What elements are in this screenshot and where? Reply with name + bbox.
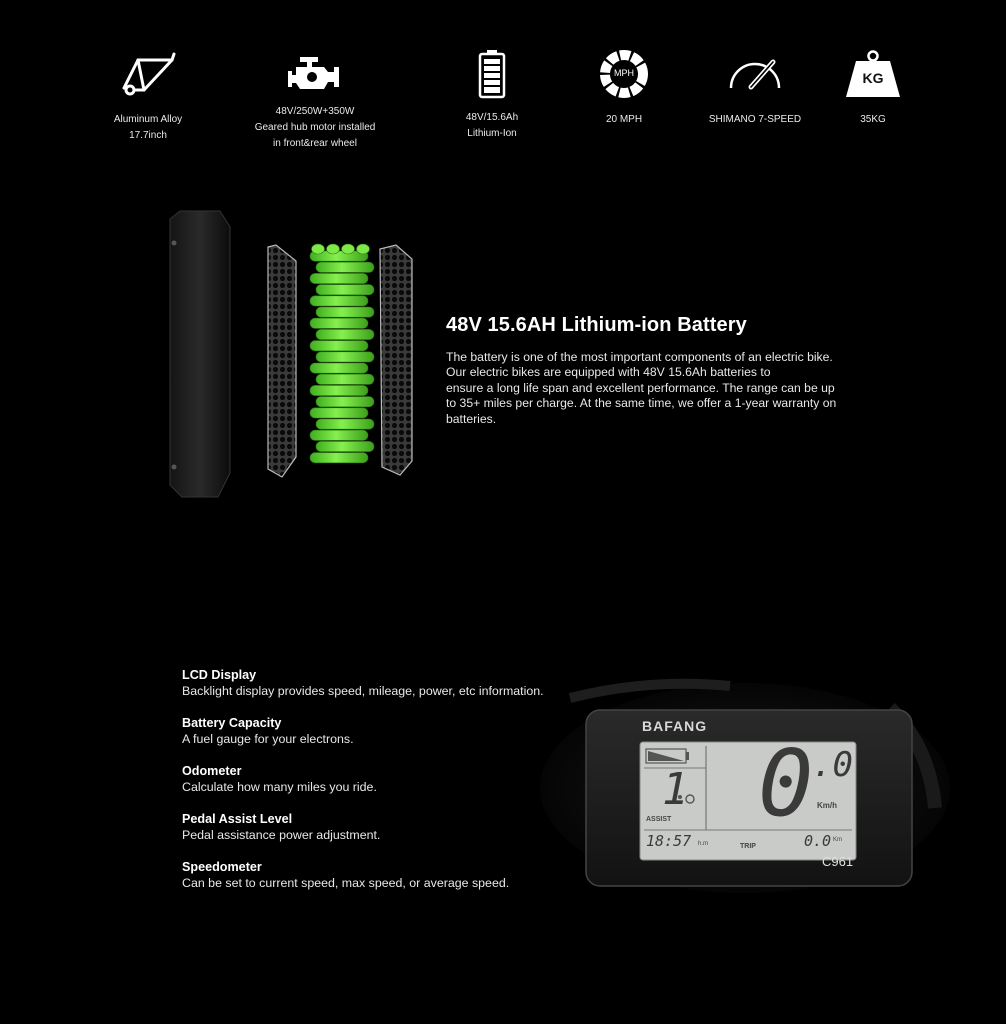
- weight-icon: KG: [798, 46, 948, 102]
- spec-weight: KG 35KG: [798, 46, 948, 128]
- spec-frame: Aluminum Alloy 17.7inch: [73, 46, 223, 144]
- spec-frame-line-1: Aluminum Alloy: [113, 114, 183, 125]
- lcd-display-image: BAFANG 1 ASSIST 0 .0 Km/h 18:57 h.m TRIP…: [530, 668, 950, 918]
- spec-motor-line-3: in front&rear wheel: [273, 138, 357, 149]
- spec-gears-line-1: SHIMANO 7-SPEED: [708, 114, 802, 125]
- battery-cell: [309, 340, 369, 352]
- feature-description: Calculate how many miles you ride.: [182, 780, 377, 794]
- battery-cell: [315, 351, 375, 363]
- battery-cell-end: [326, 243, 340, 255]
- lcd-trip-label: TRIP: [740, 843, 756, 850]
- feature-speedometer: Speedometer Can be set to current speed,…: [182, 859, 572, 891]
- lcd-trip-value: 0.0: [804, 832, 832, 850]
- battery-cell-end: [311, 243, 325, 255]
- battery-cell-end: [356, 243, 370, 255]
- spec-weight-line-1: 35KG: [860, 114, 886, 125]
- lcd-assist-level: 1: [662, 764, 689, 815]
- feature-title: LCD Display: [182, 668, 257, 682]
- battery-cell: [309, 407, 369, 419]
- feature-description: Pedal assistance power adjustment.: [182, 828, 381, 842]
- battery-description-line: batteries.: [446, 411, 497, 426]
- kg-badge: KG: [862, 70, 884, 86]
- battery-cell: [309, 452, 369, 464]
- feature-title: Speedometer: [182, 860, 262, 874]
- spec-frame-line-2: 17.7inch: [129, 130, 167, 141]
- battery-title: 48V 15.6AH Lithium-ion Battery: [446, 314, 747, 336]
- lcd-brand: BAFANG: [642, 718, 708, 734]
- battery-cell: [309, 317, 369, 329]
- feature-title: Battery Capacity: [182, 716, 282, 730]
- spec-speed-line-1: 20 MPH: [605, 114, 643, 125]
- battery-cell: [309, 385, 369, 396]
- battery-cells: [309, 243, 375, 464]
- battery-cell: [315, 261, 375, 273]
- mph-badge: MPH: [614, 68, 634, 78]
- feature-title: Odometer: [182, 764, 242, 778]
- battery-exploded-image: [160, 205, 430, 505]
- spec-battery: 48V/15.6Ah Lithium-Ion: [417, 46, 567, 142]
- battery-description: The battery is one of the most important…: [446, 350, 866, 427]
- spec-gears: SHIMANO 7-SPEED: [680, 46, 830, 128]
- feature-lcd-display: LCD Display Backlight display provides s…: [182, 667, 572, 699]
- battery-cell: [315, 284, 375, 296]
- speed-gauge-icon: MPH: [549, 46, 699, 102]
- lcd-speed-unit: Km/h: [817, 801, 837, 810]
- lcd-clock: 18:57: [646, 832, 692, 850]
- feature-odometer: Odometer Calculate how many miles you ri…: [182, 763, 572, 795]
- lcd-trip-unit: Km: [833, 837, 842, 843]
- battery-cell-end: [341, 243, 355, 255]
- battery-cell: [315, 329, 375, 340]
- battery-cell: [309, 295, 369, 307]
- battery-cell: [315, 418, 375, 430]
- bike-frame-icon: [73, 46, 223, 102]
- lcd-speed-integer: 0: [758, 730, 814, 837]
- battery-cell: [315, 373, 375, 385]
- spec-motor-line-1: 48V/250W+350W: [275, 106, 355, 117]
- battery-cell: [315, 306, 375, 318]
- feature-title: Pedal Assist Level: [182, 812, 293, 826]
- spec-battery-line-1: 48V/15.6Ah: [465, 112, 519, 123]
- battery-icon: [417, 46, 567, 102]
- feature-battery-capacity: Battery Capacity A fuel gauge for your e…: [182, 715, 572, 747]
- battery-description-line: ensure a long life span and excellent pe…: [446, 380, 835, 395]
- battery-description-line: Our electric bikes are equipped with 48V…: [446, 365, 771, 380]
- battery-cell: [309, 273, 369, 284]
- battery-cell: [309, 429, 369, 441]
- speedometer-icon: [680, 46, 830, 102]
- lcd-clock-suffix: h.m: [698, 841, 709, 847]
- lcd-assist-label: ASSIST: [646, 816, 672, 823]
- feature-pedal-assist: Pedal Assist Level Pedal assistance powe…: [182, 811, 572, 843]
- battery-cell: [309, 362, 369, 374]
- spec-motor: 48V/250W+350W Geared hub motor installed…: [240, 46, 390, 152]
- lcd-speed-decimal: .0: [812, 745, 853, 785]
- spec-speed: MPH 20 MPH: [549, 46, 699, 128]
- feature-description: A fuel gauge for your electrons.: [182, 732, 354, 746]
- feature-description: Backlight display provides speed, mileag…: [182, 684, 544, 698]
- battery-description-line: The battery is one of the most important…: [446, 350, 833, 364]
- battery-cell: [315, 396, 375, 408]
- spec-battery-line-2: Lithium-Ion: [467, 128, 517, 139]
- feature-description: Can be set to current speed, max speed, …: [182, 876, 510, 890]
- spec-motor-line-2: Geared hub motor installed: [254, 122, 376, 133]
- motor-icon: [240, 46, 390, 102]
- battery-cell: [315, 441, 375, 452]
- lcd-model: C961: [822, 854, 854, 869]
- battery-description-line: to 35+ miles per charge. At the same tim…: [446, 396, 837, 411]
